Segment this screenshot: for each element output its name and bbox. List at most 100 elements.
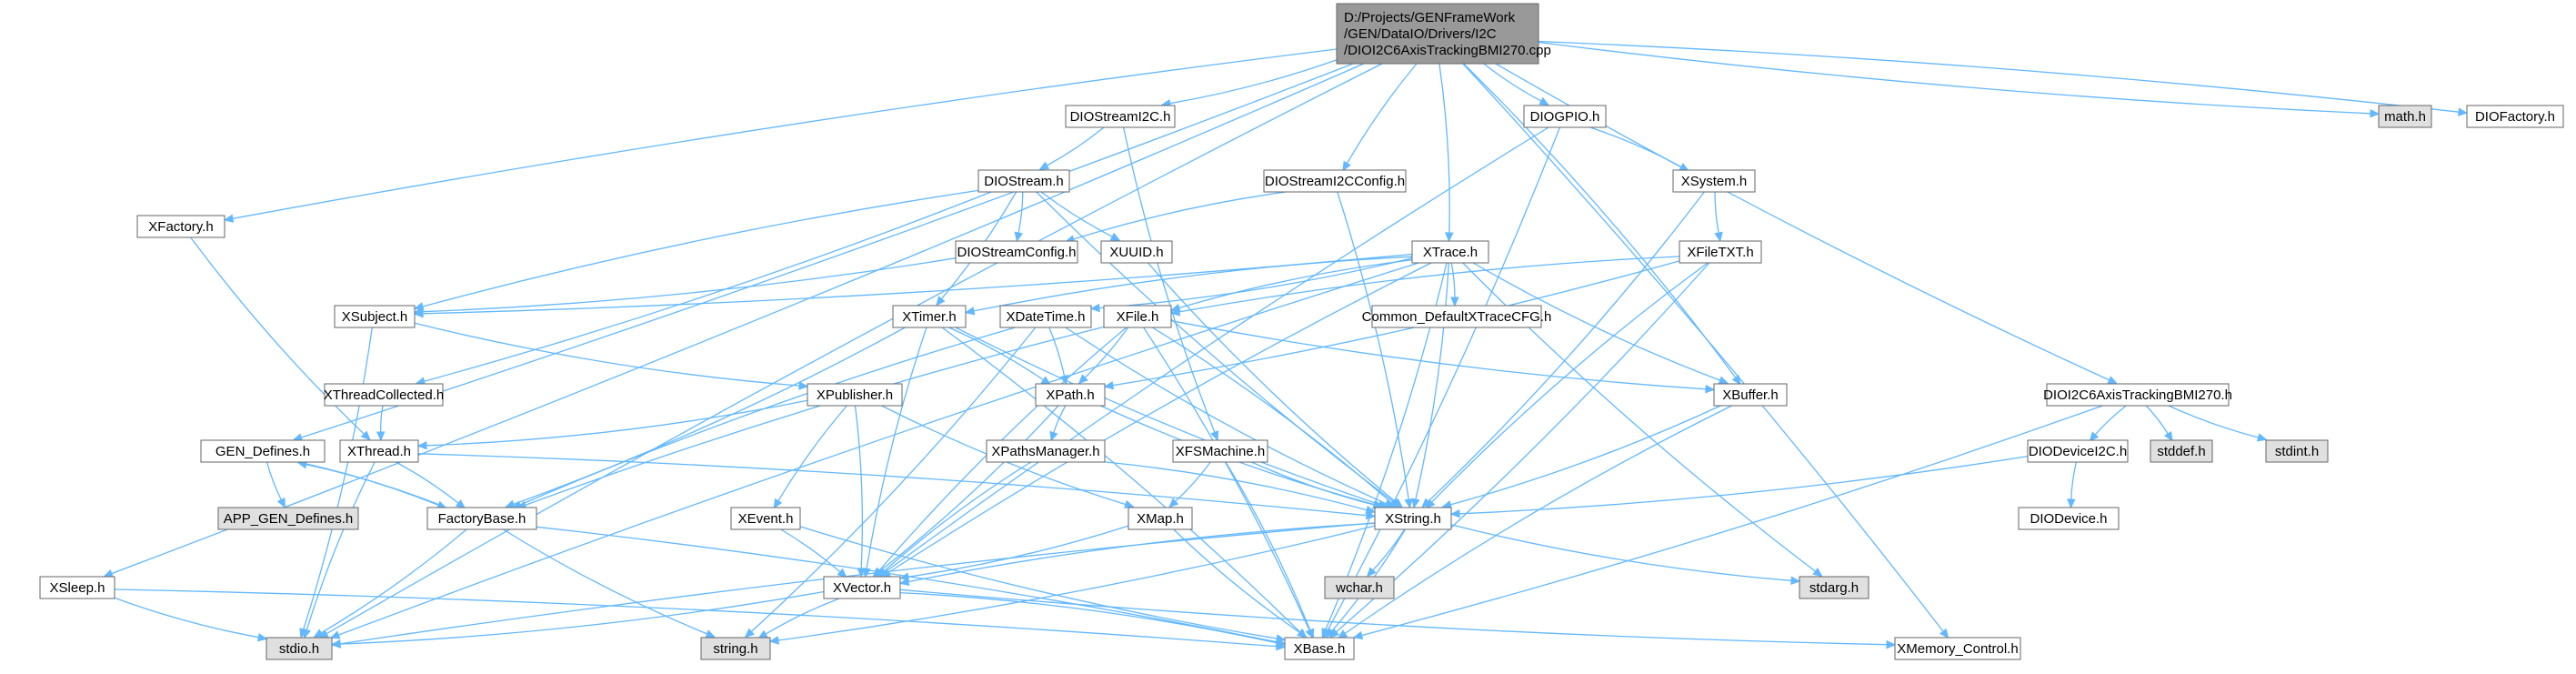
node-DIOGPIO[interactable]: DIOGPIO.h [1523, 105, 1607, 128]
edge-line [1458, 455, 2029, 515]
node-label: APP_GEN_Defines.h [224, 511, 354, 527]
node-DIODeviceI2C[interactable]: DIODeviceI2C.h [2027, 439, 2129, 463]
edge-XTimer-to-XString [955, 327, 1388, 508]
edge-arrowhead [2458, 107, 2469, 116]
node-Common_DefaultXTraceCFG[interactable]: Common_DefaultXTraceCFG.h [1362, 305, 1552, 328]
edge-line [1048, 327, 1066, 377]
edge-line [395, 461, 459, 504]
node-box [266, 637, 333, 660]
node-DIOStreamI2CConfig[interactable]: DIOStreamI2CConfig.h [1263, 169, 1407, 193]
edge-line [1122, 126, 1216, 433]
node-XFactory[interactable]: XFactory.h [136, 215, 226, 238]
node-XFile[interactable]: XFile.h [1103, 305, 1172, 328]
edge-line [303, 327, 373, 630]
node-XBuffer[interactable]: XBuffer.h [1713, 383, 1788, 407]
node-box [2466, 105, 2564, 128]
edge-XDateTime-to-FactoryBase [511, 327, 1016, 509]
node-DIOStreamConfig[interactable]: DIOStreamConfig.h [955, 240, 1078, 264]
node-XMemory_Control[interactable]: XMemory_Control.h [1894, 637, 2021, 660]
node-XMap[interactable]: XMap.h [1128, 507, 1193, 530]
edge-XThread-to-FactoryBase [395, 461, 466, 509]
edge-XFile-to-XString [1152, 327, 1399, 509]
node-box [1172, 439, 1268, 463]
node-stdint: stdint.h [2265, 439, 2329, 463]
node-DIODevice[interactable]: DIODevice.h [2018, 507, 2120, 530]
node-label: XFileTXT.h [1687, 245, 1753, 260]
edge-line [266, 461, 282, 500]
edge-arrowhead [1714, 231, 1723, 243]
node-label: XEvent.h [738, 511, 794, 527]
node-XThreadCollected[interactable]: XThreadCollected.h [324, 383, 445, 407]
node-label: string.h [713, 641, 757, 657]
node-box [39, 576, 115, 599]
edge-FactoryBase-to-stdio [313, 528, 467, 639]
edge-arrowhead [705, 629, 717, 639]
node-DIOStreamI2C[interactable]: DIOStreamI2C.h [1065, 105, 1176, 128]
edge-DIOI2C6AxisTrackingBMI270-to-DIODeviceI2C [2089, 405, 2127, 442]
edge-XDateTime-to-string [744, 327, 1037, 639]
node-DIOFactory[interactable]: DIOFactory.h [2466, 105, 2564, 128]
edge-XFile-to-FactoryBase [516, 326, 1105, 509]
edge-arrowhead [837, 568, 847, 578]
edge-root-to-XMemory_Control [1462, 63, 1950, 639]
node-FactoryBase[interactable]: FactoryBase.h [426, 507, 537, 530]
node-XPath[interactable]: XPath.h [1035, 383, 1106, 407]
node-XFileTXT[interactable]: XFileTXT.h [1679, 240, 1762, 264]
edge-line [777, 405, 847, 502]
node-XString[interactable]: XString.h [1374, 507, 1452, 530]
edge-arrowhead [1425, 498, 1436, 509]
edge-arrowhead [1328, 628, 1340, 639]
edge-root-to-XFactory [223, 48, 1338, 223]
edge-line [301, 63, 1354, 438]
node-GEN_Defines[interactable]: GEN_Defines.h [200, 439, 326, 463]
node-label: stddef.h [2157, 444, 2205, 459]
node-box [1374, 507, 1452, 530]
node-XSubject[interactable]: XSubject.h [334, 305, 416, 328]
edge-DIOStream-to-XUUID [1040, 191, 1121, 241]
node-XTimer[interactable]: XTimer.h [892, 305, 967, 328]
node-label: DIODevice.h [2030, 511, 2107, 527]
edge-line [424, 191, 992, 382]
node-XVector[interactable]: XVector.h [823, 576, 901, 599]
node-XPublisher[interactable]: XPublisher.h [807, 383, 903, 407]
node-XEvent[interactable]: XEvent.h [730, 507, 801, 530]
edge-line [422, 253, 1413, 315]
node-XDateTime[interactable]: XDateTime.h [999, 305, 1092, 328]
edge-line [426, 399, 808, 447]
node-label: DIOStreamI2C.h [1070, 109, 1171, 125]
edge-line [973, 256, 1413, 312]
edge-line [190, 236, 365, 435]
node-XSystem[interactable]: XSystem.h [1672, 169, 1756, 193]
node-DIOI2C6AxisTrackingBMI270[interactable]: DIOI2C6AxisTrackingBMI270.h [2043, 383, 2232, 407]
node-label: XString.h [1385, 511, 1441, 527]
edge-DIOStreamConfig-to-XSubject [413, 257, 957, 317]
node-box [339, 439, 419, 463]
edge-arrowhead [1342, 160, 1351, 172]
node-label: XFSMachine.h [1176, 444, 1265, 459]
node-XUUID[interactable]: XUUID.h [1100, 240, 1173, 264]
edge-DIOI2C6AxisTrackingBMI270-to-stdint [2168, 405, 2268, 442]
edge-arrowhead [1812, 567, 1823, 578]
edge-XFSMachine-to-XString [1251, 461, 1383, 509]
node-label: XPublisher.h [817, 387, 893, 403]
node-XBase[interactable]: XBase.h [1284, 637, 1355, 660]
node-box [1679, 240, 1762, 264]
node-label: DIODeviceI2C.h [2029, 444, 2127, 459]
edge-line [1178, 259, 1413, 309]
node-XThread[interactable]: XThread.h [339, 439, 419, 463]
node-root[interactable]: D:/Projects/GENFrameWork/GEN/DataIO/Driv… [1336, 3, 1551, 65]
node-XTrace[interactable]: XTrace.h [1411, 240, 1489, 264]
edge-line [1073, 191, 1287, 240]
edge-root-to-math [1538, 41, 2381, 118]
edge-line [1036, 191, 1395, 503]
edge-XEvent-to-XVector [780, 528, 847, 578]
node-XPathsManager[interactable]: XPathsManager.h [986, 439, 1106, 463]
node-box [955, 240, 1078, 264]
edge-arrowhead [1352, 630, 1364, 640]
node-XSleep[interactable]: XSleep.h [39, 576, 115, 599]
node-DIOStream[interactable]: DIOStream.h [977, 169, 1070, 193]
edge-arrowhead [1718, 376, 1729, 385]
node-XFSMachine[interactable]: XFSMachine.h [1172, 439, 1268, 463]
edge-arrowhead [256, 632, 268, 642]
edge-arrowhead [1014, 231, 1023, 243]
